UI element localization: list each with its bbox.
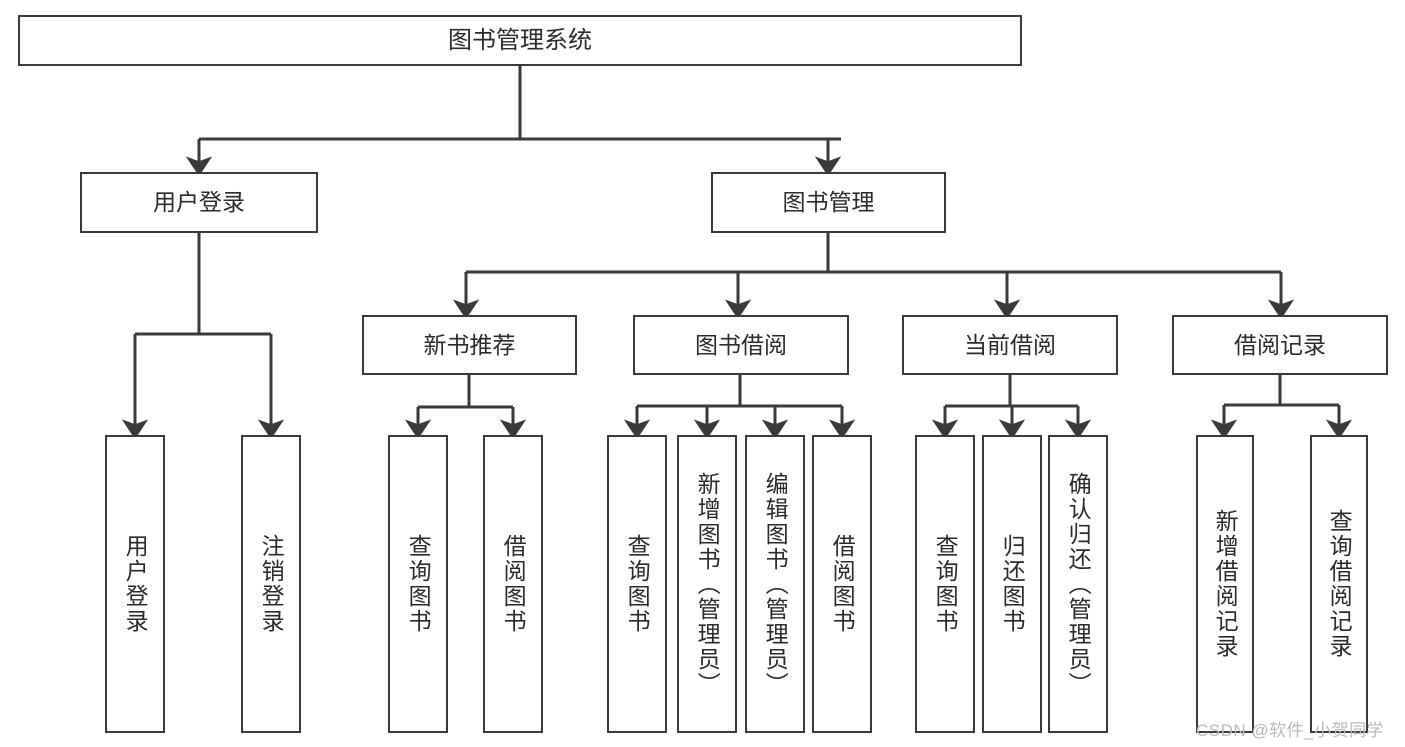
leaf-user-login-signout-label: 注销登录 [258, 534, 285, 634]
leaf-new-book-query[interactable]: 查询图书 [388, 435, 448, 733]
leaf-user-login-signout[interactable]: 注销登录 [241, 435, 301, 733]
leaf-current-confirm-return[interactable]: 确认归还（管理员） [1048, 435, 1108, 733]
leaf-borrow-query[interactable]: 查询图书 [607, 435, 667, 733]
node-borrow-records-label: 借阅记录 [1234, 331, 1326, 358]
leaf-current-query[interactable]: 查询图书 [915, 435, 975, 733]
leaf-borrow-add-book[interactable]: 新增图书（管理员） [677, 435, 737, 733]
leaf-current-return-label: 归还图书 [999, 534, 1026, 634]
node-current-borrow[interactable]: 当前借阅 [902, 315, 1118, 375]
node-borrow-records[interactable]: 借阅记录 [1172, 315, 1388, 375]
leaf-records-query[interactable]: 查询借阅记录 [1310, 435, 1368, 733]
node-book-borrow-label: 图书借阅 [695, 331, 787, 358]
leaf-new-book-query-label: 查询图书 [405, 534, 432, 634]
leaf-records-query-label: 查询借阅记录 [1326, 509, 1353, 659]
leaf-borrow-add-book-label: 新增图书（管理员） [694, 471, 721, 697]
leaf-records-add[interactable]: 新增借阅记录 [1196, 435, 1254, 733]
leaf-current-confirm-return-label: 确认归还（管理员） [1065, 471, 1092, 697]
node-root-label: 图书管理系统 [448, 26, 592, 54]
node-book-management[interactable]: 图书管理 [711, 172, 946, 233]
node-new-book-recommend-label: 新书推荐 [423, 331, 516, 358]
node-current-borrow-label: 当前借阅 [964, 331, 1056, 358]
node-book-management-label: 图书管理 [782, 189, 875, 216]
leaf-new-book-borrow[interactable]: 借阅图书 [483, 435, 543, 733]
node-book-borrow[interactable]: 图书借阅 [633, 315, 849, 375]
leaf-borrow-borrow-book[interactable]: 借阅图书 [812, 435, 872, 733]
leaf-user-login-signin-label: 用户登录 [122, 534, 149, 634]
node-new-book-recommend[interactable]: 新书推荐 [362, 315, 577, 375]
node-root[interactable]: 图书管理系统 [18, 15, 1022, 66]
node-user-login-label: 用户登录 [153, 189, 245, 216]
leaf-borrow-query-label: 查询图书 [624, 534, 651, 634]
leaf-borrow-borrow-book-label: 借阅图书 [829, 534, 856, 634]
node-user-login[interactable]: 用户登录 [80, 172, 318, 233]
leaf-new-book-borrow-label: 借阅图书 [500, 534, 527, 634]
leaf-current-query-label: 查询图书 [932, 534, 959, 634]
leaf-current-return[interactable]: 归还图书 [982, 435, 1042, 733]
leaf-borrow-edit-book[interactable]: 编辑图书（管理员） [745, 435, 805, 733]
leaf-borrow-edit-book-label: 编辑图书（管理员） [762, 471, 789, 697]
leaf-user-login-signin[interactable]: 用户登录 [105, 435, 165, 733]
leaf-records-add-label: 新增借阅记录 [1212, 509, 1239, 659]
